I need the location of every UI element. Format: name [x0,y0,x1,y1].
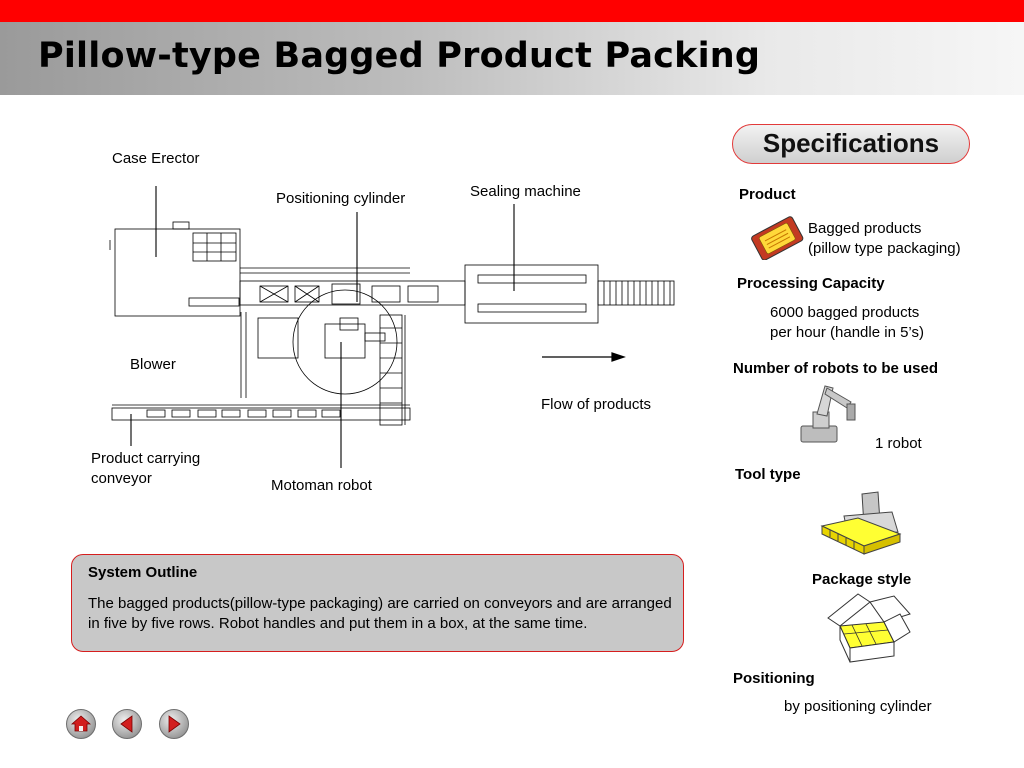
spec-product-value: Bagged products (pillow type packaging) [808,219,961,259]
spec-tool-heading: Tool type [735,466,801,483]
label-flow-of-products: Flow of products [541,396,652,413]
robot-work-envelope [292,289,398,395]
label-blower: Blower [130,356,176,373]
label-product-conveyor-line1: Product carrying [91,450,201,467]
spec-robots-value: 1 robot [875,435,922,452]
previous-arrow-icon [120,715,133,733]
label-positioning-cylinder: Positioning cylinder [276,190,406,207]
vacuum-gripper-tool-icon [820,491,902,555]
spec-capacity-value: 6000 bagged products per hour (handle in… [770,303,924,343]
flow-arrow [542,352,626,362]
product-carrying-conveyor [111,407,411,421]
specifications-title: Specifications [762,128,940,158]
label-case-erector: Case Erector [112,150,200,167]
spec-package-heading: Package style [812,571,912,588]
label-product-conveyor-line2: conveyor [91,470,152,487]
spec-capacity-line2: per hour (handle in 5’s) [770,324,924,341]
spec-robots-heading: Number of robots to be used [733,360,939,377]
box-package-icon [827,593,911,663]
system-outline-body: The bagged products(pillow-type packagin… [88,595,672,632]
home-icon [70,715,92,732]
spec-capacity-line1: 6000 bagged products [770,304,920,321]
spec-positioning-value: by positioning cylinder [784,698,932,715]
system-outline-heading: System Outline [88,564,198,581]
next-button[interactable] [159,709,189,739]
title-band [0,22,1024,95]
previous-button[interactable] [112,709,142,739]
system-outline-box: System Outline The bagged products(pillo… [71,554,684,652]
home-button[interactable] [66,709,96,739]
specifications-header: Specifications [732,124,970,164]
label-sealing-machine: Sealing machine [470,183,581,200]
label-motoman-robot: Motoman robot [271,477,372,494]
sealing-machine [464,264,599,324]
bagged-product-icon [751,216,804,260]
spec-product-line1: Bagged products [808,220,922,237]
robot-arm-icon [800,385,856,443]
spec-capacity-heading: Processing Capacity [737,275,885,292]
next-arrow-icon [168,715,181,733]
spec-positioning-heading: Positioning [733,670,815,687]
main-conveyor [239,280,466,306]
label-product-conveyor: Product carrying conveyor [91,449,200,489]
page-title: Pillow-type Bagged Product Packing [38,36,761,76]
spec-product-line2: (pillow type packaging) [808,240,961,257]
top-accent-bar [0,0,1024,22]
spec-product-heading: Product [739,186,796,203]
